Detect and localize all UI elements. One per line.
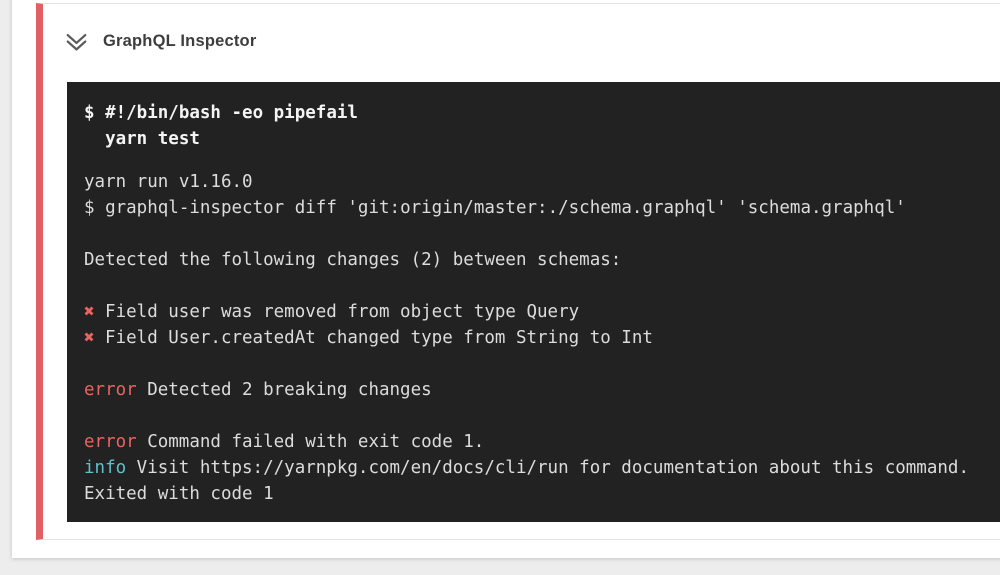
info-text: Visit https://yarnpkg.com/en/docs/cli/ru… [136,458,969,478]
log-line-shell-command: yarn test [84,129,200,149]
log-line-blank [84,221,1000,247]
log-line-blank [84,273,1000,299]
error-label: error [84,432,137,452]
breaking-change-text: Field User.createdAt changed type from S… [105,328,653,348]
error-label: error [84,380,137,400]
step-title: GraphQL Inspector [103,32,257,50]
error-text: Detected 2 breaking changes [147,380,432,400]
log-line-breaking-change: ✖ Field User.createdAt changed type from … [84,325,1000,351]
breaking-x-icon: ✖ [84,328,95,348]
log-line-summary: Detected the following changes (2) betwe… [84,250,622,270]
log-block-gap [84,152,1000,169]
build-log-terminal: $ #!/bin/bash -eo pipefail yarn test yar… [67,82,1000,522]
log-line-diff-command: $ graphql-inspector diff 'git:origin/mas… [84,198,906,218]
build-step-card: GraphQL Inspector $ #!/bin/bash -eo pipe… [12,0,1000,558]
log-line-shell-command: $ #!/bin/bash -eo pipefail [84,103,358,123]
failed-step-container: GraphQL Inspector $ #!/bin/bash -eo pipe… [36,3,1000,540]
log-line-info: info Visit https://yarnpkg.com/en/docs/cl… [84,455,1000,481]
log-line-yarn-version: yarn run v1.16.0 [84,172,253,192]
log-line-blank [84,351,1000,377]
log-line-error: error Command failed with exit code 1. [84,429,1000,455]
step-header[interactable]: GraphQL Inspector [43,4,1000,64]
double-chevron-down-icon [63,30,90,54]
error-text: Command failed with exit code 1. [147,432,485,452]
log-line-breaking-change: ✖ Field user was removed from object type… [84,299,1000,325]
log-line-blank [84,403,1000,429]
log-line-exited: Exited with code 1 [84,484,274,504]
breaking-x-icon: ✖ [84,302,95,322]
log-line-error: error Detected 2 breaking changes [84,377,1000,403]
collapse-toggle-button[interactable] [63,30,90,54]
info-label: info [84,458,127,478]
breaking-change-text: Field user was removed from object type … [105,302,580,322]
